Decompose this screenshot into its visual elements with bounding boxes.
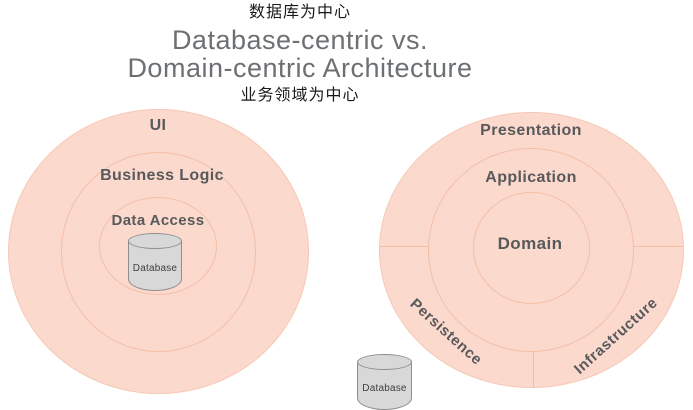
domain-centric-cn-label: 业务领域为中心 (240, 87, 360, 104)
business-logic-ring-label: Business Logic (100, 167, 224, 184)
data-access-ring-circle (99, 197, 217, 295)
domain-ring-circle (473, 192, 590, 304)
business-logic-ring-circle (61, 152, 256, 352)
application-ring-circle (428, 148, 634, 352)
database-cylinder-body (357, 362, 412, 410)
segment-divider-right (633, 246, 683, 247)
segment-divider-left (379, 246, 429, 247)
title-line-2: Domain-centric Architecture (127, 53, 473, 83)
domain-ring-label: Domain (497, 234, 563, 253)
database-cylinder-top (128, 233, 182, 249)
external-database-cylinder: Database (357, 354, 412, 410)
ui-ring-label: UI (149, 117, 167, 134)
database-centric-cn-label: 数据库为中心 (248, 4, 351, 21)
header: 数据库为中心 Database-centric vs.Domain-centri… (0, 0, 600, 106)
data-access-ring-label: Data Access (111, 212, 205, 229)
application-ring-label: Application (485, 169, 577, 186)
database-label: Database (132, 263, 178, 275)
central-database-cylinder: Database (128, 233, 182, 291)
database-label: Database (362, 383, 407, 395)
page-title: Database-centric vs.Domain-centric Archi… (0, 26, 600, 82)
database-cylinder-top (357, 354, 412, 370)
segment-divider-bottom (533, 352, 534, 388)
title-line-1: Database-centric vs. (171, 25, 429, 55)
database-cylinder-body (128, 241, 182, 291)
presentation-ring-label: Presentation (480, 122, 582, 139)
